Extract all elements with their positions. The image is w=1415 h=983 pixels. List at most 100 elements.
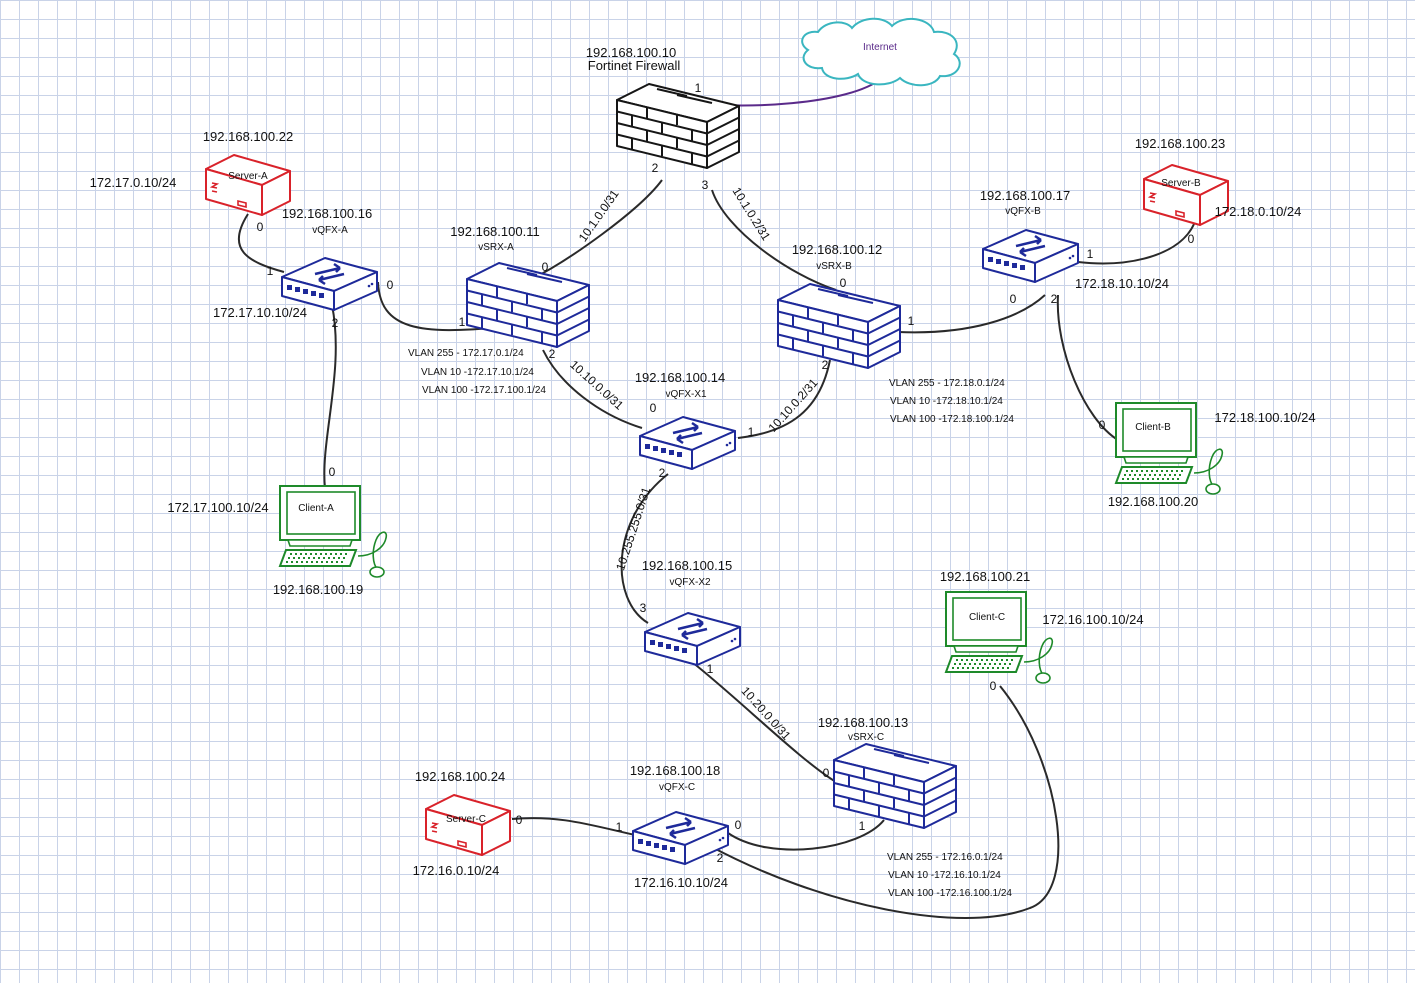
vsrx-c-vlan-255: VLAN 255 - 172.16.0.1/24 [887, 852, 1003, 863]
vqfx-b-port-2: 2 [1051, 292, 1058, 306]
client-b-addr: 172.18.100.10/24 [1214, 410, 1315, 425]
link-server-b-vqfx-b [1077, 223, 1195, 265]
link-firewall-vsrx-b [711, 189, 837, 291]
firewall-port-3: 3 [702, 178, 709, 192]
vqfx-c-port-1: 1 [616, 820, 623, 834]
vsrx-c-name: vSRX-C [848, 732, 884, 743]
vsrx-a-vlan-255: VLAN 255 - 172.17.0.1/24 [408, 348, 524, 359]
server-c-ip: 192.168.100.24 [415, 769, 505, 784]
vsrx-a-port-1: 1 [459, 315, 466, 329]
links [237, 77, 1195, 919]
vsrx-a-vlan-10: VLAN 10 -172.17.10.1/24 [421, 367, 534, 378]
server-b-addr: 172.18.0.10/24 [1215, 204, 1302, 219]
client-b-name: Client-B [1135, 422, 1171, 433]
vqfx-b-port-1: 1 [1087, 247, 1094, 261]
subnet-vsrx-b-x1: 10.10.0.2/31 [765, 376, 820, 435]
vsrx-b-port-2: 2 [822, 358, 829, 372]
client-a-addr: 172.17.100.10/24 [167, 500, 268, 515]
vqfx-x1-name: vQFX-X1 [665, 389, 707, 400]
vqfx-a-switch-icon [280, 256, 379, 312]
vqfx-c-ip: 192.168.100.18 [630, 763, 720, 778]
link-vqfx-b-client-b [1056, 294, 1119, 441]
server-c-addr: 172.16.0.10/24 [413, 863, 500, 878]
server-a-name: Server-A [228, 171, 268, 182]
vsrx-a-ip: 192.168.100.11 [450, 224, 539, 239]
client-c-ip: 192.168.100.21 [940, 569, 1030, 584]
vqfx-x2-name: vQFX-X2 [669, 577, 711, 588]
vqfx-c-port-2: 2 [717, 851, 724, 865]
client-c-addr: 172.16.100.10/24 [1042, 612, 1143, 627]
vsrx-b-firewall-icon [777, 283, 901, 369]
link-firewall-vsrx-a [529, 179, 663, 281]
link-vqfx-a-client-a [323, 304, 337, 489]
vqfx-a-addr: 172.17.10.10/24 [213, 305, 307, 320]
internet-cloud-icon [801, 17, 961, 87]
link-vqfx-c-vsrx-c [727, 819, 885, 851]
vsrx-b-vlan-100: VLAN 100 -172.18.100.1/24 [890, 414, 1014, 425]
client-b-icon [1115, 402, 1224, 495]
client-a-ip: 192.168.100.19 [273, 582, 363, 597]
vsrx-b-vlan-10: VLAN 10 -172.18.10.1/24 [890, 396, 1003, 407]
link-server-a-vqfx-a [237, 213, 285, 273]
server-b-name: Server-B [1161, 178, 1201, 189]
vsrx-a-name: vSRX-A [478, 242, 514, 253]
link-vsrx-b-vqfx-x1 [737, 359, 831, 439]
link-vsrx-a-vqfx-x1 [542, 349, 643, 429]
client-c-port-0: 0 [990, 679, 997, 693]
client-a-name: Client-A [298, 503, 334, 514]
firewall-ip: 192.168.100.10 [586, 45, 676, 60]
subnet-x2-vsrx-c: 10.20.0.0/31 [738, 684, 793, 743]
vqfx-b-name: vQFX-B [1005, 206, 1041, 217]
vqfx-a-port-1: 1 [267, 264, 274, 278]
vsrx-a-port-0: 0 [542, 260, 549, 274]
firewall-port-1: 1 [695, 81, 702, 95]
vqfx-x1-ip: 192.168.100.14 [635, 370, 725, 385]
vsrx-c-ip: 192.168.100.13 [818, 715, 908, 730]
client-c-name: Client-C [969, 612, 1005, 623]
vqfx-x2-port-3: 3 [640, 601, 647, 615]
server-c-port-0: 0 [516, 813, 523, 827]
vqfx-a-port-0: 0 [387, 278, 394, 292]
client-c-icon [945, 591, 1054, 684]
vsrx-a-port-2: 2 [549, 347, 556, 361]
vsrx-c-port-0: 0 [823, 766, 830, 780]
vqfx-a-ip: 192.168.100.16 [282, 206, 372, 221]
vqfx-x1-port-0: 0 [650, 401, 657, 415]
vqfx-b-addr: 172.18.10.10/24 [1075, 276, 1169, 291]
vsrx-a-firewall-icon [466, 262, 590, 348]
server-a-port-0: 0 [257, 220, 264, 234]
client-b-port-0: 0 [1099, 418, 1106, 432]
vqfx-a-name: vQFX-A [312, 225, 348, 236]
vsrx-c-port-1: 1 [859, 819, 866, 833]
vqfx-c-name: vQFX-C [659, 782, 695, 793]
vqfx-x2-port-1: 1 [707, 662, 714, 676]
vsrx-b-port-0: 0 [840, 276, 847, 290]
link-vqfx-c-client-c [709, 685, 1060, 919]
server-c-icon [425, 794, 511, 856]
vsrx-c-firewall-icon [833, 743, 957, 829]
server-a-ip: 192.168.100.22 [203, 129, 293, 144]
vqfx-b-port-0: 0 [1010, 292, 1017, 306]
vqfx-x1-switch-icon [638, 415, 737, 471]
vqfx-x1-port-1: 1 [748, 425, 755, 439]
vqfx-x2-switch-icon [643, 611, 742, 667]
vqfx-b-switch-icon [981, 228, 1080, 284]
link-vqfx-x1-vqfx-x2 [620, 473, 669, 624]
vsrx-b-ip: 192.168.100.12 [792, 242, 882, 257]
firewall-port-2: 2 [652, 161, 659, 175]
server-a-icon [205, 154, 291, 216]
client-b-ip: 192.168.100.20 [1108, 494, 1198, 509]
link-vqfx-x2-vsrx-c [691, 661, 837, 783]
vsrx-c-vlan-100: VLAN 100 -172.16.100.1/24 [888, 888, 1012, 899]
vsrx-b-vlan-255: VLAN 255 - 172.18.0.1/24 [889, 378, 1005, 389]
vqfx-x2-ip: 192.168.100.15 [642, 558, 732, 573]
client-a-port-0: 0 [329, 465, 336, 479]
server-a-addr: 172.17.0.10/24 [90, 175, 177, 190]
vsrx-b-port-1: 1 [908, 314, 915, 328]
subnet-vsrx-a-x1: 10.10.0.0/31 [567, 357, 626, 412]
server-c-name: Server-C [446, 814, 486, 825]
internet-label: Internet [863, 42, 897, 53]
vqfx-c-switch-icon [631, 810, 730, 866]
server-b-ip: 192.168.100.23 [1135, 136, 1225, 151]
link-server-c-vqfx-c [511, 817, 636, 836]
